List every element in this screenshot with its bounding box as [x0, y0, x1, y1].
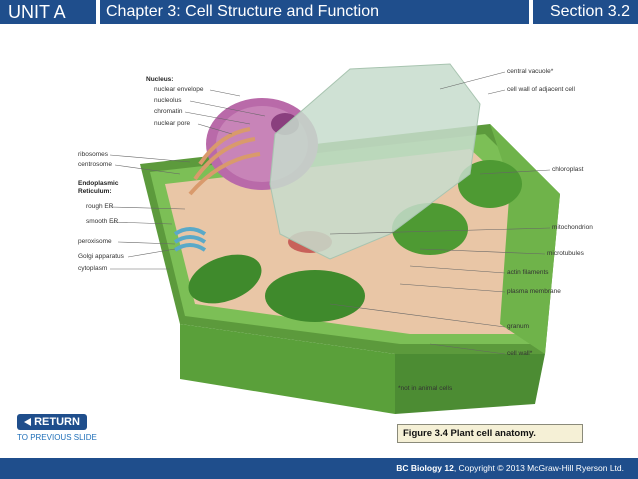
back-arrow-icon	[24, 418, 31, 426]
chapter-title: Chapter 3: Cell Structure and Function	[100, 0, 529, 24]
copyright-text: , Copyright © 2013 McGraw-Hill Ryerson L…	[454, 463, 624, 473]
plant-cell-figure: Nucleus: nuclear envelope nucleolus chro…	[0, 24, 638, 444]
label-mitochondrion: mitochondrion	[552, 224, 593, 232]
label-plasma-membrane: plasma membrane	[507, 288, 561, 296]
label-central-vacuole: central vacuole*	[507, 68, 553, 76]
label-nuclear-envelope: nuclear envelope	[154, 86, 204, 94]
previous-slide-link[interactable]: TO PREVIOUS SLIDE	[17, 433, 97, 442]
label-actin-filaments: actin filaments	[507, 269, 549, 277]
nucleus-heading: Nucleus:	[146, 76, 173, 84]
section-label: Section 3.2	[533, 0, 638, 24]
return-button[interactable]: RETURN	[17, 414, 87, 430]
label-smooth-er: smooth ER	[86, 218, 118, 226]
label-cytoplasm: cytoplasm	[78, 265, 107, 273]
label-chloroplast: chloroplast	[552, 166, 583, 174]
label-granum: granum	[507, 323, 529, 331]
book-title: BC Biology 12	[396, 463, 454, 473]
slide-header: UNIT A Chapter 3: Cell Structure and Fun…	[0, 0, 638, 24]
label-ribosomes: ribosomes	[78, 151, 108, 159]
label-peroxisome: peroxisome	[78, 238, 112, 246]
label-microtubules: microtubules	[547, 250, 584, 258]
chloroplast-shape	[265, 270, 365, 322]
er-heading-2: Reticulum:	[78, 188, 112, 196]
label-rough-er: rough ER	[86, 203, 113, 211]
label-chromatin: chromatin	[154, 108, 183, 116]
unit-label: UNIT A	[0, 0, 96, 24]
slide-footer: BC Biology 12, Copyright © 2013 McGraw-H…	[0, 458, 638, 479]
figure-caption: Figure 3.4 Plant cell anatomy.	[397, 424, 583, 443]
label-golgi: Golgi apparatus	[78, 253, 124, 261]
er-heading: Endoplasmic	[78, 180, 118, 188]
label-nucleolus: nucleolus	[154, 97, 181, 105]
label-centrosome: centrosome	[78, 161, 112, 169]
label-cell-wall: cell wall*	[507, 350, 532, 358]
label-cell-wall-adjacent: cell wall of adjacent cell	[507, 86, 575, 94]
label-nuclear-pore: nuclear pore	[154, 120, 190, 128]
footnote-not-in-animal-cells: *not in animal cells	[398, 385, 452, 393]
return-label: RETURN	[34, 416, 80, 428]
